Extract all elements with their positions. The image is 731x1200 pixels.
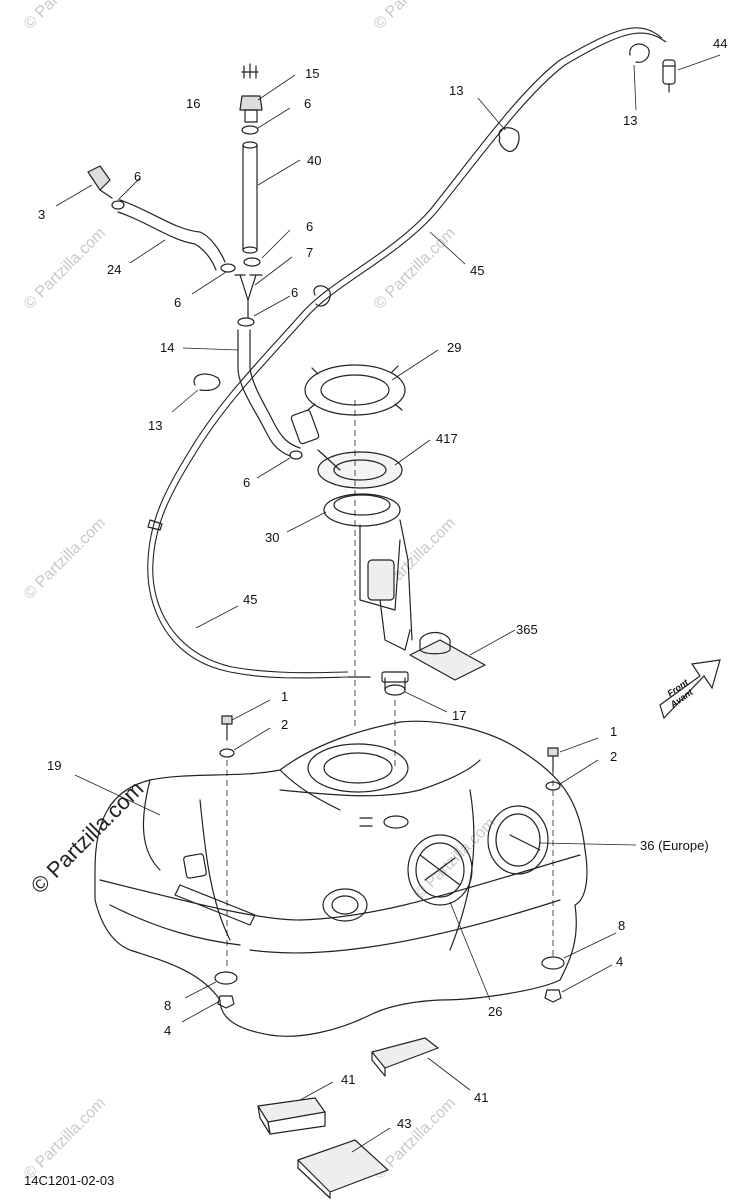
clamp-13-top [629, 43, 650, 63]
vent-hose-45-inner [152, 32, 667, 674]
clamp-6-mid [243, 257, 261, 267]
bolt-1-left [221, 715, 233, 741]
cap-26 [407, 834, 473, 906]
part-labels: 44 13 13 45 15 16 6 40 6 3 6 7 24 6 6 14… [38, 36, 727, 1131]
label-2: 2 [610, 749, 617, 764]
label-40: 40 [307, 153, 321, 168]
clamp-6-low [289, 450, 303, 460]
fitting-17 [381, 671, 409, 696]
clamp-6-top [241, 125, 259, 135]
fitting-3 [87, 165, 113, 199]
label-29: 29 [447, 340, 461, 355]
label-15: 15 [305, 66, 319, 81]
vent-hose-45 [147, 27, 663, 679]
label-45: 45 [470, 263, 484, 278]
pump-flange-30 [323, 493, 401, 527]
hose-14 [237, 329, 301, 457]
pad-43 [297, 1139, 389, 1199]
hose-40 [242, 141, 258, 254]
nut-4-left [217, 995, 235, 1009]
washer-8-right [541, 956, 565, 970]
label-16: 16 [186, 96, 200, 111]
label-14: 14 [160, 340, 174, 355]
front-arrow-icon: Front Avant [659, 659, 721, 720]
watermark-large: © Partzilla.com [26, 776, 149, 899]
clamp-6-left [220, 263, 236, 273]
clip-16 [241, 63, 259, 79]
label-4: 4 [164, 1023, 171, 1038]
pad-41-right [371, 1037, 439, 1077]
label-6: 6 [306, 219, 313, 234]
label-4: 4 [616, 954, 623, 969]
watermark: © Partzilla.com [21, 0, 109, 33]
leader-lines [55, 54, 721, 1153]
label-24: 24 [107, 262, 121, 277]
label-1: 1 [610, 724, 617, 739]
reference-code: 14C1201-02-03 [24, 1173, 114, 1188]
float-365 [409, 631, 486, 681]
washer-8-left [214, 971, 238, 985]
watermark: © Partzilla.com [371, 0, 459, 33]
label-19: 19 [47, 758, 61, 773]
label-41: 41 [341, 1072, 355, 1087]
gasket-417 [317, 451, 403, 489]
fuel-tank [94, 720, 588, 1037]
watermark: © Partzilla.com [21, 225, 109, 313]
watermark: © Partzilla.com [21, 515, 109, 603]
fuel-pump-body [359, 519, 413, 651]
label-26: 26 [488, 1004, 502, 1019]
label-13: 13 [623, 113, 637, 128]
label-2: 2 [281, 717, 288, 732]
label-6: 6 [174, 295, 181, 310]
hose-loop-clip [313, 285, 331, 307]
label-41: 41 [474, 1090, 488, 1105]
label-8: 8 [618, 918, 625, 933]
label-36: 36 (Europe) [640, 838, 709, 853]
watermark: © Partzilla.com [21, 1095, 109, 1183]
label-17: 17 [452, 708, 466, 723]
bolt-1-right [547, 747, 559, 773]
cap-36 [487, 805, 549, 875]
label-45: 45 [243, 592, 257, 607]
label-1: 1 [281, 689, 288, 704]
label-6: 6 [304, 96, 311, 111]
label-13: 13 [148, 418, 162, 433]
clamp-6-3 [111, 200, 125, 210]
label-8: 8 [164, 998, 171, 1013]
label-6: 6 [134, 169, 141, 184]
pad-41-left [257, 1097, 326, 1135]
label-44: 44 [713, 36, 727, 51]
label-417: 417 [436, 431, 458, 446]
label-365: 365 [516, 622, 538, 637]
clamp-44 [662, 59, 676, 93]
lock-ring-29 [304, 364, 406, 416]
clamp-13-mid [498, 127, 520, 152]
hose-24 [117, 199, 226, 271]
clamp-6-lower [237, 317, 255, 327]
label-43: 43 [397, 1116, 411, 1131]
label-13: 13 [449, 83, 463, 98]
valve-15 [239, 95, 263, 123]
pump-connector [290, 409, 341, 471]
watermark: © Partzilla.com [371, 225, 459, 313]
label-6: 6 [291, 285, 298, 300]
y-fitting-7 [234, 274, 263, 319]
label-3: 3 [38, 207, 45, 222]
washer-2-right [545, 781, 561, 791]
label-6: 6 [243, 475, 250, 490]
label-30: 30 [265, 530, 279, 545]
washer-2-left [219, 748, 235, 758]
clamp-13-left [193, 373, 221, 391]
hose-clip-lower [147, 519, 163, 531]
nut-4-right [544, 989, 562, 1003]
label-7: 7 [306, 245, 313, 260]
